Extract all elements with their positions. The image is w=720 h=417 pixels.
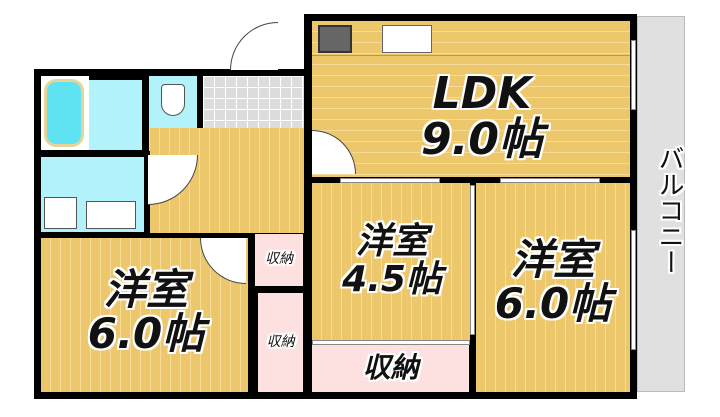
storage-tall: 収納 xyxy=(258,293,303,392)
western-room-middle-size: 4.5帖 xyxy=(342,258,442,300)
storage-small-label: 収納 xyxy=(265,251,293,267)
western-room-right-name: 洋室 xyxy=(510,235,595,284)
western-room-left-label: 洋室 6.0帖 xyxy=(71,265,221,359)
western-room-left: 洋室 6.0帖 xyxy=(41,238,248,392)
washing-machine-icon xyxy=(44,197,77,229)
ldk-label: LDK 9.0帖 xyxy=(392,68,572,166)
western-room-middle: 洋室 4.5帖 xyxy=(312,183,470,340)
sliding-door[interactable] xyxy=(500,178,600,183)
western-room-left-name: 洋室 xyxy=(103,265,188,314)
sink-icon xyxy=(382,25,432,53)
sliding-door[interactable] xyxy=(340,178,440,183)
shower-area xyxy=(89,80,142,150)
western-room-middle-name: 洋室 xyxy=(355,221,428,262)
washbasin-icon xyxy=(86,201,136,229)
window xyxy=(631,230,636,350)
balcony-label: バルコニー xyxy=(654,145,684,275)
bathtub-icon xyxy=(44,79,84,147)
sliding-door[interactable] xyxy=(312,340,470,345)
window xyxy=(631,40,636,110)
western-room-right-label: 洋室 6.0帖 xyxy=(486,235,620,329)
storage-bottom: 収納 xyxy=(312,345,469,392)
storage-tall-label: 収納 xyxy=(266,334,295,350)
ldk-name: LDK xyxy=(432,68,532,119)
stove-icon xyxy=(318,25,352,53)
washroom xyxy=(41,157,144,232)
entrance-door[interactable] xyxy=(230,22,278,70)
western-room-left-size: 6.0帖 xyxy=(87,309,205,359)
western-room-middle-label: 洋室 4.5帖 xyxy=(327,223,457,299)
storage-small: 収納 xyxy=(255,234,303,286)
toilet-icon xyxy=(161,84,185,116)
bathroom xyxy=(41,76,89,150)
western-room-right: 洋室 6.0帖 xyxy=(476,183,630,392)
balcony: バルコニー xyxy=(637,16,685,392)
counter-edge xyxy=(312,55,630,56)
ldk-room: LDK 9.0帖 xyxy=(312,21,630,177)
ldk-size: 9.0帖 xyxy=(421,114,543,166)
western-room-right-size: 6.0帖 xyxy=(494,279,612,329)
entrance xyxy=(203,76,304,128)
sliding-door[interactable] xyxy=(470,185,475,335)
storage-bottom-label: 収納 xyxy=(362,351,419,384)
